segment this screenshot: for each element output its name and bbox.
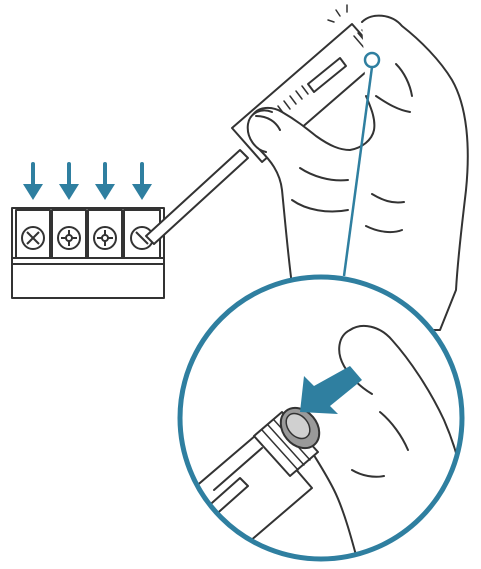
down-arrow-icon xyxy=(95,164,115,200)
down-arrow-icon xyxy=(59,164,79,200)
terminal-screw-icon xyxy=(22,227,44,249)
terminal-screw-icon xyxy=(58,227,80,249)
down-arrow-icon xyxy=(132,164,152,200)
down-arrow-icon xyxy=(23,164,43,200)
magnifier-callout-icon xyxy=(180,277,470,569)
terminal-block xyxy=(12,208,164,298)
terminal-screw-icon xyxy=(94,227,116,249)
